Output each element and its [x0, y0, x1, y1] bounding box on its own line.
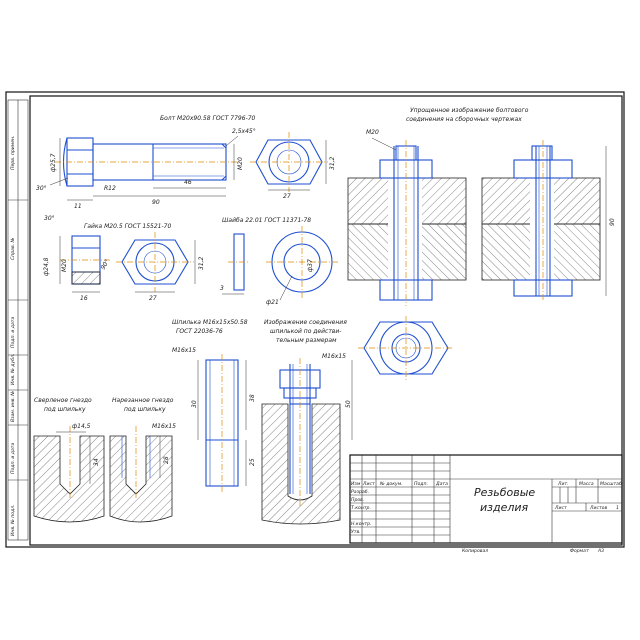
bolt-view: Болт М20х90.58 ГОСТ 7796-70 ф25,7 2,5х45…	[36, 115, 256, 210]
tb-list: Лист	[554, 505, 567, 511]
bolt-dim-chamfer: 2,5х45°	[232, 128, 256, 135]
bolt-dim-r12: R12	[104, 185, 116, 192]
stud-dim-m16: М16х15	[172, 347, 196, 354]
assy-dim-m20: М20	[366, 129, 379, 136]
side-label-podp2: Подп. и дата	[10, 443, 16, 474]
title-block: Изм Лист № докум. Подп. Дата Разраб. Про…	[349, 454, 623, 544]
tb-razrab: Разраб.	[351, 489, 369, 495]
washer-view: Шайба 22.01 ГОСТ 11371-78 3 ф37 ф21	[220, 217, 338, 306]
washer-dim-3: 3	[220, 285, 224, 292]
nut-dim-d: ф24,8	[43, 257, 50, 276]
outer-frame	[5, 91, 625, 548]
simplified-title-2: соединения на сборочных чертежах	[406, 116, 522, 123]
stud-dim-38: 38	[249, 394, 256, 402]
tb-hdr-list: Лист	[362, 481, 375, 487]
bolt-dim-d: ф25,7	[50, 153, 57, 172]
nut-title: Гайка М20.5 ГОСТ 15521-70	[84, 223, 171, 230]
bolt-dim-46: 46	[184, 179, 192, 186]
side-label-podp1: Подп. и дата	[10, 317, 16, 348]
bolt-hex-dim-h: 31,2	[329, 156, 336, 170]
format-label: Формат	[570, 548, 589, 554]
nut-dim-16: 16	[80, 295, 88, 302]
simplified-title-1: Упрощенное изображение болтового	[410, 107, 529, 114]
tb-tkontr: Т.контр.	[351, 505, 371, 511]
stud-joint-dim-50: 50	[345, 400, 352, 408]
stud-view: Шпилька М16х15х50.58 ГОСТ 22036-76 М16х1…	[172, 319, 256, 492]
drilled-nest-view: Сверленое гнездо под шпильку ф14,5 34	[33, 397, 105, 523]
stud-joint-title-2: шпилькой по действи-	[270, 328, 341, 335]
washer-dim-37: ф37	[307, 259, 314, 272]
threaded-dim-m16: М16х15	[152, 423, 176, 430]
stud-joint-dim-m16: М16х15	[322, 353, 346, 360]
tb-hdr-podp: Подп.	[414, 481, 428, 487]
side-label-inv-dubl: Инв. № дубл.	[10, 354, 16, 385]
tb-nkontr: Н.контр.	[351, 521, 372, 527]
side-label-vzam: Взам. инв. №	[10, 391, 16, 422]
drilled-dim-34: 34	[93, 458, 100, 466]
nut-dim-27: 27	[149, 295, 157, 302]
drilled-title-1: Сверленое гнездо	[34, 397, 92, 404]
nut-dim-312: 31,2	[198, 256, 205, 270]
drilled-title-2: под шпильку	[44, 406, 86, 413]
tb-lit: Лит.	[557, 481, 569, 487]
drilled-dim-d: ф14,5	[72, 423, 91, 430]
threaded-title-1: Нарезанное гнездо	[112, 397, 174, 404]
stud-dim-30: 30	[191, 400, 198, 408]
threaded-nest-view: Нарезанное гнездо под шпильку М16х15 28	[109, 397, 176, 523]
tb-hdr-doc: № докум.	[379, 481, 403, 487]
nut-dim-angle90: 90°	[100, 258, 111, 271]
stud-dim-25: 25	[249, 458, 256, 466]
bolt-hex-dim-s: 27	[283, 193, 291, 200]
tb-hdr-data: Дата	[435, 481, 448, 487]
simplified-bolt-joint: Упрощенное изображение болтового соедине…	[347, 107, 616, 380]
bolt-dim-m20: М20	[237, 157, 244, 170]
inner-frame	[29, 95, 623, 546]
tb-prov: Пров.	[351, 497, 364, 503]
bolt-title: Болт М20х90.58 ГОСТ 7796-70	[160, 115, 256, 122]
side-label-sprav: Справ. №	[10, 237, 16, 260]
tb-hdr-izm: Изм	[351, 481, 361, 487]
tb-listov: Листов	[589, 505, 607, 511]
tb-name-2: изделия	[480, 501, 529, 514]
stud-joint-title-3: тельным размерам	[276, 337, 337, 344]
side-label-inv-podl: Инв. № подл.	[10, 504, 16, 536]
nut-dim-m20: М20	[61, 259, 68, 272]
bolt-dim-11: 11	[74, 203, 82, 210]
format-value: А3	[597, 548, 604, 554]
stud-title: Шпилька М16х15х50.58	[172, 319, 248, 326]
tb-masshtab: Масштаб	[600, 481, 622, 487]
copied-label: Копировал	[462, 548, 488, 554]
threaded-dim-28: 28	[163, 456, 170, 464]
side-strip: Перв. примен. Справ. № Подп. и дата Инв.…	[7, 99, 29, 541]
tb-listov-val: 1	[616, 505, 619, 511]
stud-joint-title-1: Изображение соединения	[264, 319, 347, 326]
bolt-hex-view: 31,2 27	[250, 132, 336, 200]
stud-joint-view: Изображение соединения шпилькой по дейст…	[261, 319, 353, 525]
nut-dim-angle30: 30°	[44, 215, 55, 222]
stud-gost: ГОСТ 22036-76	[176, 328, 223, 335]
side-label-perv: Перв. примен.	[10, 136, 16, 171]
tb-utv: Утв.	[351, 529, 361, 535]
threaded-title-2: под шпильку	[124, 406, 166, 413]
bolt-dim-angle30: 30°	[36, 185, 47, 192]
assy-dim-90: 90	[609, 218, 616, 226]
washer-dim-21: ф21	[266, 299, 279, 306]
tb-massa: Масса	[579, 481, 594, 487]
tb-name-1: Резьбовые	[474, 486, 535, 499]
washer-title: Шайба 22.01 ГОСТ 11371-78	[222, 217, 311, 224]
nut-view: Гайка М20.5 ГОСТ 15521-70 30° ф24,8 М20 …	[43, 215, 205, 302]
bolt-dim-90: 90	[152, 199, 160, 206]
